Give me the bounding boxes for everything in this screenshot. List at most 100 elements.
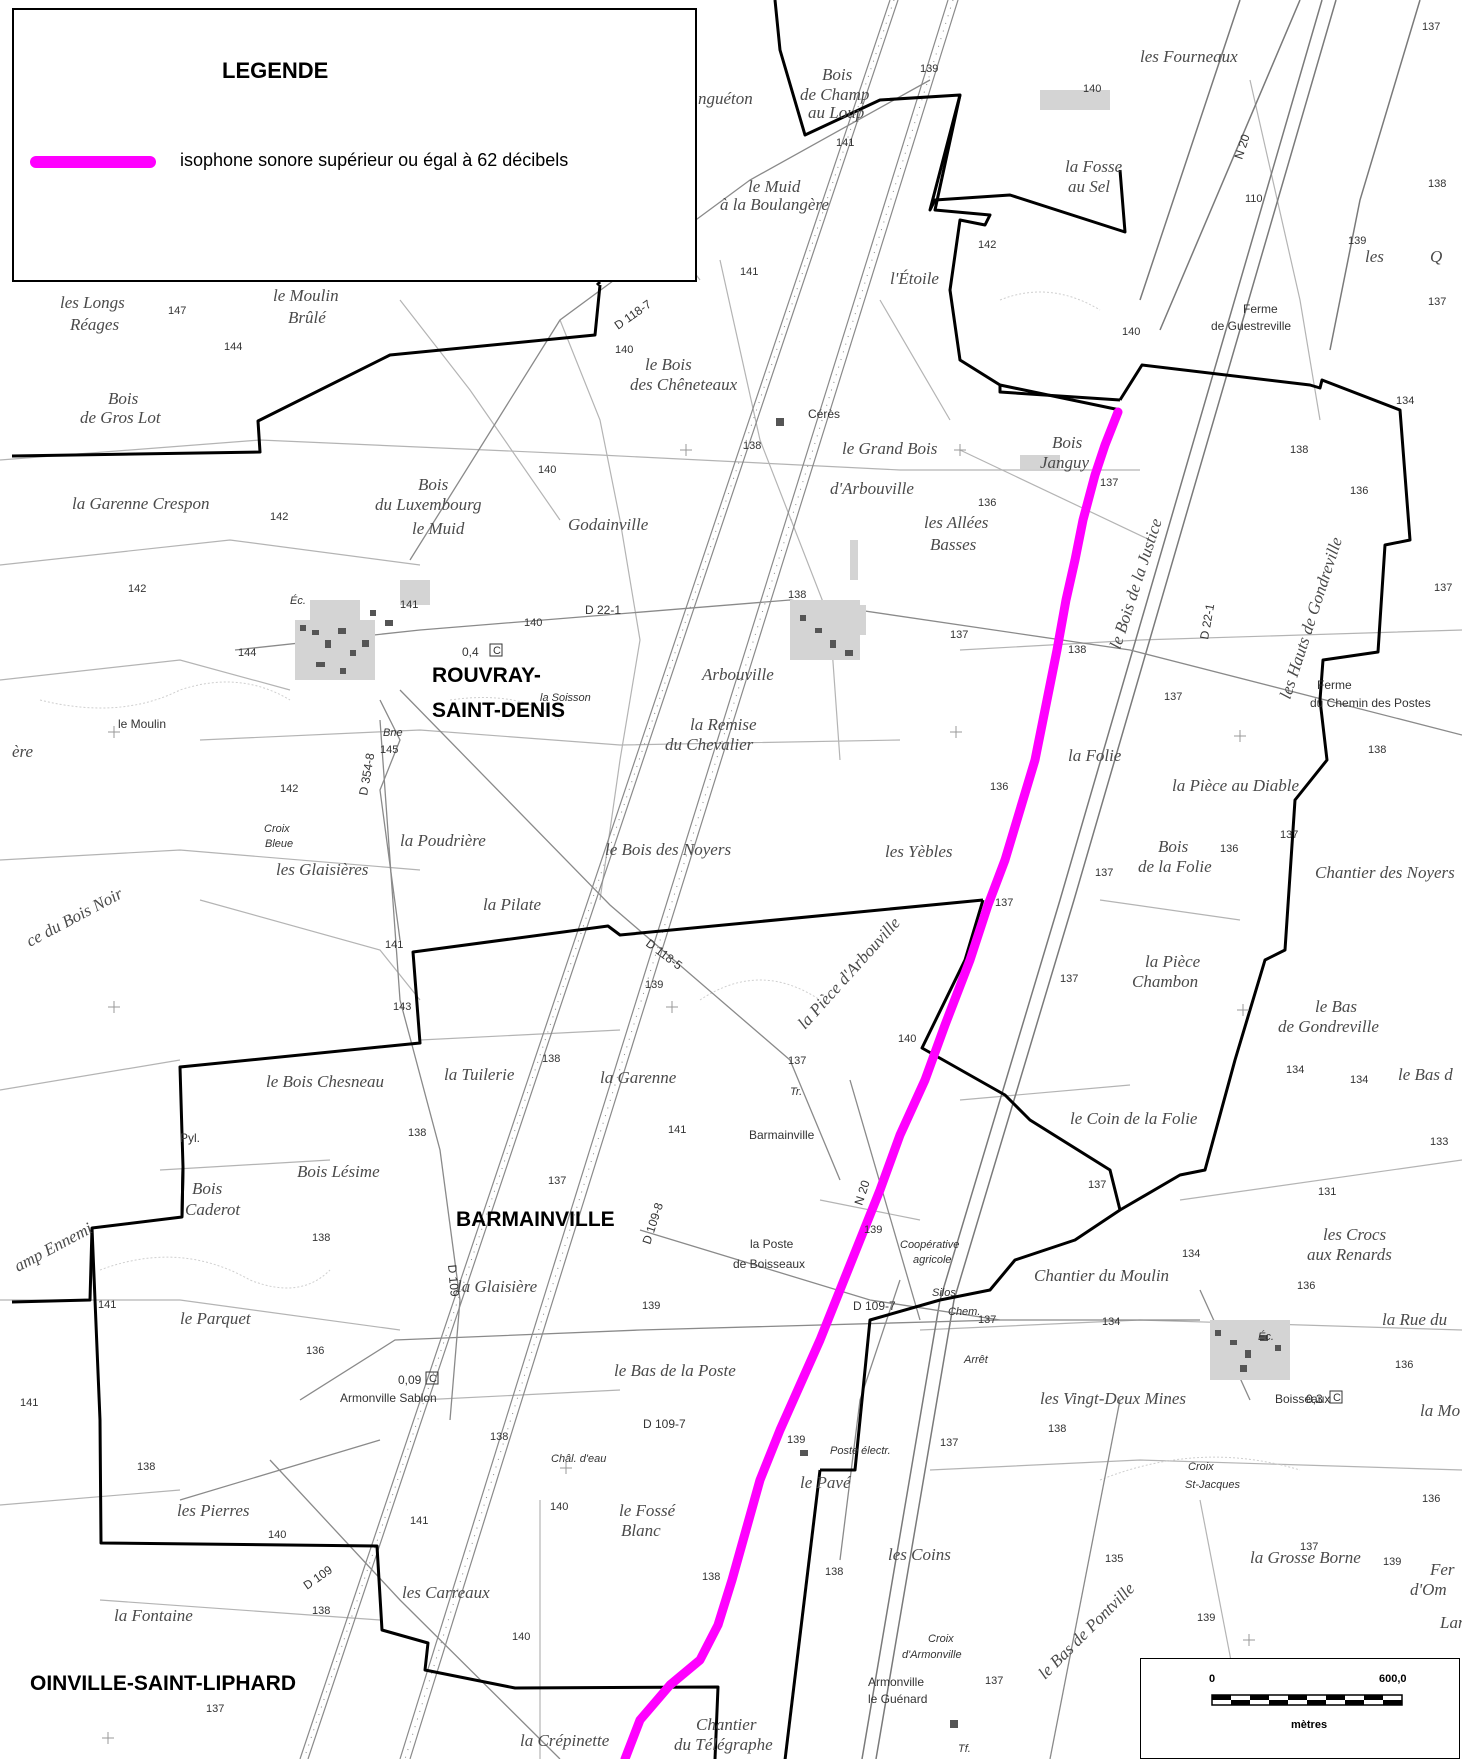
density-label: 0,3 <box>1306 1392 1323 1406</box>
scale-end-label: 600,0 <box>1379 1673 1407 1685</box>
place-label: Silos <box>932 1287 956 1299</box>
altitude-label: 141 <box>836 137 854 149</box>
place-label: Bois <box>192 1179 223 1198</box>
place-label: la Mo <box>1420 1401 1460 1420</box>
altitude-label: 144 <box>224 341 242 353</box>
altitude-label: 138 <box>743 440 761 452</box>
altitude-label: 136 <box>990 781 1008 793</box>
commune-boundaries <box>11 0 1412 1759</box>
place-label: les Yèbles <box>885 842 953 861</box>
altitude-label: 144 <box>238 647 256 659</box>
place-label: la Fontaine <box>114 1606 193 1625</box>
place-label: Bois <box>1052 433 1083 452</box>
place-label: le Bas de Pontville <box>1034 1579 1138 1683</box>
altitude-label: 140 <box>1122 326 1140 338</box>
isophone-62db-line <box>620 407 1123 1759</box>
place-label: agricole <box>913 1254 952 1266</box>
altitude-label: 137 <box>1060 973 1078 985</box>
altitude-label: 138 <box>788 589 806 601</box>
place-label: la Folie <box>1068 746 1122 765</box>
place-label: Croix <box>928 1633 954 1645</box>
altitude-label: 138 <box>490 1431 508 1443</box>
altitude-label: 134 <box>1286 1064 1304 1076</box>
altitude-label: 138 <box>137 1461 155 1473</box>
altitude-label: 137 <box>995 897 1013 909</box>
altitude-label: 140 <box>1083 83 1101 95</box>
altitude-label: 139 <box>645 979 663 991</box>
place-label: la Crépinette <box>520 1731 610 1750</box>
place-label: Croix <box>1188 1461 1214 1473</box>
place-label: Éc. <box>1258 1330 1274 1343</box>
altitude-labels: 137 139 140 141 142 141 140 139 138 110 … <box>20 21 1452 1715</box>
place-label: les Hauts de Gondreville <box>1276 534 1346 701</box>
place-label: les Pierres <box>177 1501 250 1520</box>
place-label: Bois <box>822 65 853 84</box>
community-code: C <box>493 645 501 657</box>
altitude-label: 137 <box>1422 21 1440 33</box>
place-label: le Grand Bois <box>842 439 938 458</box>
altitude-label: 137 <box>1095 867 1113 879</box>
altitude-label: 142 <box>270 511 288 523</box>
community-code: C <box>1333 1392 1341 1404</box>
altitude-label: 142 <box>280 783 298 795</box>
altitude-label: 143 <box>393 1001 411 1013</box>
commune-barmainville: BARMAINVILLE <box>456 1208 615 1231</box>
place-label: Blanc <box>621 1521 661 1540</box>
altitude-label: 138 <box>702 1571 720 1583</box>
place-label: Croix <box>264 823 290 835</box>
altitude-label: 139 <box>920 63 938 75</box>
place-label: Armonville Sablon <box>340 1391 437 1405</box>
altitude-label: 141 <box>400 599 418 611</box>
place-label: Ferme <box>1243 302 1278 316</box>
place-label: de Champ <box>800 85 869 104</box>
isophone-legend-swatch <box>30 156 156 168</box>
place-label: Tf. <box>958 1743 971 1755</box>
place-label: de Gros Lot <box>80 408 162 427</box>
place-label: Basses <box>930 535 977 554</box>
place-label: Réages <box>69 315 119 334</box>
altitude-label: 140 <box>268 1529 286 1541</box>
place-label: Janguy <box>1040 453 1090 472</box>
place-label: de Gondreville <box>1278 1017 1379 1036</box>
place-label: Cérès <box>808 407 840 421</box>
place-label: ce du Bois Noir <box>23 884 126 951</box>
altitude-label: 138 <box>1290 444 1308 456</box>
place-label: Bois Lésime <box>297 1162 380 1181</box>
altitude-label: 142 <box>978 239 996 251</box>
place-label: de Boisseaux <box>733 1257 805 1271</box>
place-label: au Sel <box>1068 177 1110 196</box>
place-label: de la Folie <box>1138 857 1212 876</box>
place-label: Fer <box>1429 1560 1455 1579</box>
place-label: Chantier <box>696 1715 757 1734</box>
place-label: Boisseaux <box>1275 1392 1330 1406</box>
place-label: d'Armonville <box>902 1649 962 1661</box>
place-label: de Guestreville <box>1211 319 1291 333</box>
grid-markers <box>102 444 1255 1744</box>
altitude-label: 137 <box>1164 691 1182 703</box>
altitude-label: 137 <box>985 1675 1003 1687</box>
place-label: la Poste <box>750 1237 794 1251</box>
legend-title: LEGENDE <box>222 58 329 83</box>
misc-labels: 0,4 C 0,09 C 0,3 C <box>398 643 1343 1406</box>
altitude-label: 136 <box>1297 1280 1315 1292</box>
place-label: les Glaisières <box>276 860 369 879</box>
altitude-label: 137 <box>206 1703 224 1715</box>
community-box-icon <box>489 643 503 657</box>
built-areas <box>295 90 1290 1380</box>
place-label: la Tuilerie <box>444 1065 515 1084</box>
altitude-label: 140 <box>524 617 542 629</box>
altitude-label: 135 <box>1105 1553 1123 1565</box>
place-label: les Longs <box>60 293 125 312</box>
altitude-label: 134 <box>1182 1248 1200 1260</box>
road-label: D 22-1 <box>1197 602 1217 640</box>
altitude-label: 138 <box>1428 178 1446 190</box>
place-label: les <box>1365 247 1384 266</box>
altitude-label: 139 <box>1348 235 1366 247</box>
place-label: amp Ennemi <box>11 1219 96 1276</box>
place-label: les Crocs <box>1323 1225 1387 1244</box>
altitude-label: 140 <box>898 1033 916 1045</box>
place-label: Chem. <box>948 1306 980 1318</box>
place-label: les Vingt-Deux Mines <box>1040 1389 1186 1408</box>
place-label: Chantier des Noyers <box>1315 863 1455 882</box>
